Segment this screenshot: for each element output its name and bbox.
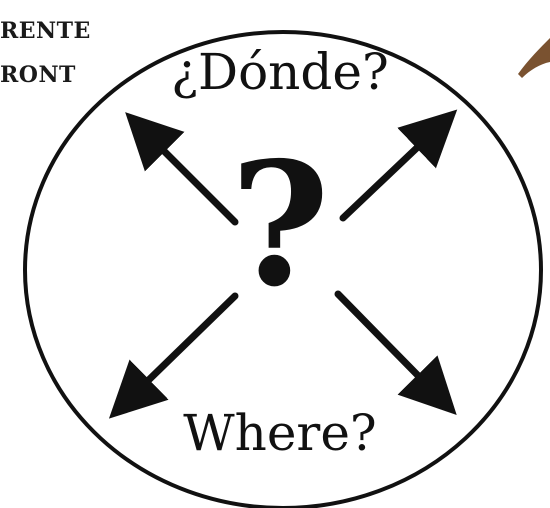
bottom-question-label: Where? <box>183 404 377 462</box>
arrow-down-left-icon <box>108 292 239 419</box>
corner-label-bottom: RONT <box>0 62 76 88</box>
top-question-label: ¿Dónde? <box>171 43 389 101</box>
center-question-mark: ? <box>230 125 330 325</box>
arrow-down-right-icon <box>334 290 457 415</box>
arrow-up-right-icon <box>339 109 458 222</box>
arrow-up-left-icon <box>125 112 239 226</box>
brown-arrow-fragment-icon <box>518 38 550 78</box>
corner-label-top: RENTE <box>0 18 91 44</box>
outer-circle <box>23 30 543 508</box>
